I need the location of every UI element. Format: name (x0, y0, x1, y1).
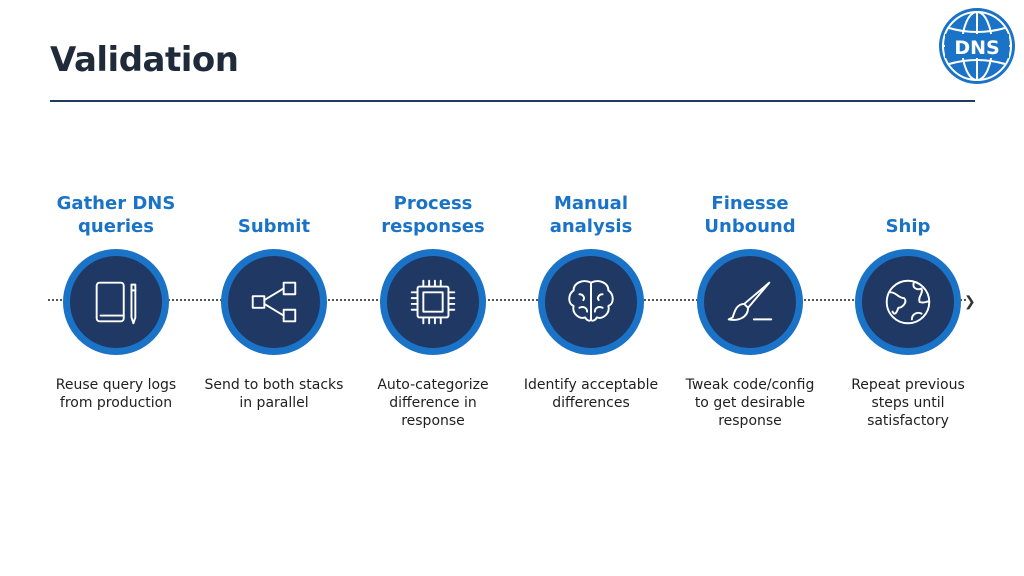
step-title: Ship (885, 216, 931, 237)
step-finesse-unbound: Finesse Unbound Tweak code/config to get… (675, 190, 825, 429)
step-icon-circle (221, 249, 327, 355)
timeline-line (48, 299, 966, 301)
title-divider (50, 100, 975, 102)
step-icon-circle (697, 249, 803, 355)
step-gather-dns-queries: Gather DNS queries Reuse query logs from… (41, 190, 191, 411)
brain-icon (568, 280, 614, 322)
step-title: Submit (237, 216, 311, 237)
step-description: Tweak code/config to get desirable respo… (685, 377, 815, 429)
timeline-arrow-icon: ❯ (964, 293, 976, 309)
page-title: Validation (50, 40, 239, 80)
notebook-pencil-icon (95, 281, 137, 325)
step-description: Repeat previous steps until satisfactory (851, 377, 965, 429)
step-title: Gather DNS queries (56, 193, 176, 237)
step-title: Finesse Unbound (704, 193, 796, 237)
dns-globe-logo: DNS (939, 8, 1015, 84)
step-ship: Ship Repeat previous steps until satisfa… (833, 190, 983, 429)
step-icon-circle (380, 249, 486, 355)
share-network-icon (251, 281, 297, 323)
step-title: Manual analysis (549, 193, 633, 237)
step-description: Auto-categorize difference in response (377, 377, 489, 429)
step-description: Send to both stacks in parallel (204, 377, 344, 411)
step-title: Process responses (381, 193, 485, 237)
step-submit: Submit Send to both stacks in parallel (199, 190, 349, 411)
step-icon-circle (63, 249, 169, 355)
step-manual-analysis: Manual analysis Identify acceptable diff… (516, 190, 666, 411)
step-process-responses: Process responses Auto-categorize differ… (358, 190, 508, 429)
paintbrush-icon (727, 281, 773, 321)
step-description: Reuse query logs from production (55, 377, 177, 411)
step-description: Identify acceptable differences (523, 377, 659, 411)
step-icon-circle (538, 249, 644, 355)
globe-icon (885, 279, 931, 325)
step-icon-circle (855, 249, 961, 355)
logo-text: DNS (954, 37, 999, 59)
cpu-chip-icon (410, 279, 456, 325)
